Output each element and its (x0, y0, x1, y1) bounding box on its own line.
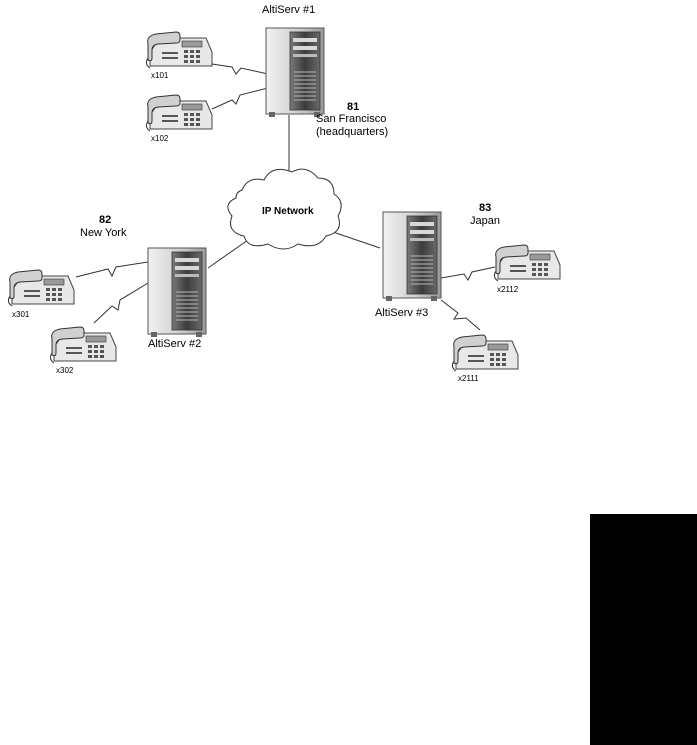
phone-icon (451, 334, 519, 372)
ip-network-cloud (227, 168, 342, 250)
link-x302-s2 (93, 282, 149, 324)
extension-label: x2112 (497, 285, 519, 294)
server-icon (265, 27, 325, 118)
network-label: IP Network (262, 206, 314, 217)
link-s3-x2112 (440, 266, 496, 281)
server-icon (382, 211, 442, 302)
site-name: Japan (470, 215, 500, 227)
phone-icon (493, 244, 561, 282)
site-name: New York (80, 227, 127, 239)
phone-icon (145, 94, 213, 132)
server-label: AltiServ #1 (262, 4, 316, 16)
link-x102-s1 (211, 87, 269, 110)
site-code: 81 (347, 101, 360, 113)
extension-label: x101 (151, 71, 169, 80)
connections (75, 63, 496, 331)
server-label: AltiServ #2 (148, 338, 202, 350)
extension-label: x301 (12, 310, 30, 319)
extension-label: x102 (151, 134, 169, 143)
link-network-s3 (332, 231, 381, 249)
link-x101-s1 (211, 63, 269, 75)
extension-label: x302 (56, 366, 74, 375)
server-icon (147, 247, 207, 338)
site-name: San Francisco (316, 113, 387, 125)
side-tab-block (590, 514, 697, 745)
server-label: AltiServ #3 (375, 307, 429, 319)
site-code: 83 (479, 202, 492, 214)
phone-icon (49, 326, 117, 364)
site-name: (headquarters) (316, 126, 389, 138)
phone-icon (7, 269, 75, 307)
extension-label: x2111 (458, 374, 479, 383)
link-x301-s2 (75, 261, 149, 278)
site-code: 82 (99, 214, 112, 226)
phone-icon (145, 31, 213, 69)
link-s3-x2111 (440, 299, 481, 331)
link-network-s2 (207, 239, 249, 269)
